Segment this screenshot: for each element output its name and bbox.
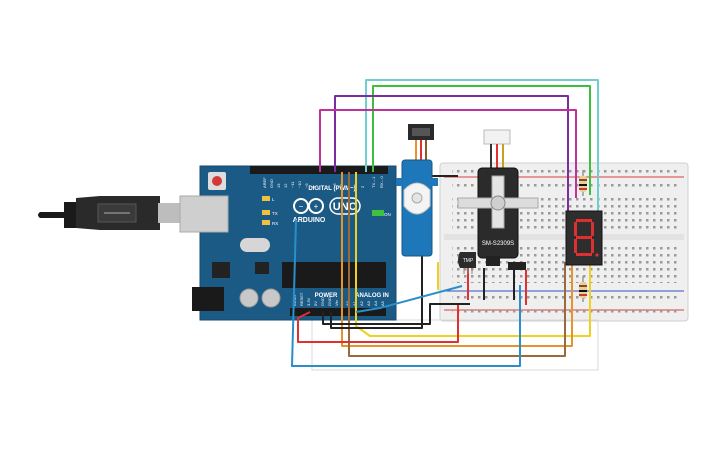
l-label: L (272, 197, 275, 202)
wires (291, 79, 599, 367)
wire-teal-analog[interactable] (355, 285, 463, 313)
arduino-infinity-logo-icon: − + (293, 198, 324, 214)
pin-label: ~6 (332, 183, 337, 188)
wire-brown[interactable] (348, 172, 566, 357)
wire-purple[interactable] (334, 95, 569, 215)
wire-black-2[interactable] (330, 252, 423, 329)
wire-green[interactable] (372, 85, 591, 195)
pin-label: TX→1 (371, 176, 376, 188)
pin-label: ~9 (304, 183, 309, 188)
board-model: UNO (333, 201, 358, 213)
center-channel (444, 234, 684, 240)
board-brand: ARDUINO (293, 217, 326, 224)
temperature-sensor[interactable]: TMP (458, 252, 476, 274)
wire-yellow[interactable] (355, 172, 591, 337)
pin-label: 13 (276, 183, 281, 188)
pin-label: A2 (359, 300, 364, 306)
pin-label: A0 (345, 300, 350, 306)
servo-label: SM-S2309S (482, 241, 514, 247)
wire-orange[interactable] (341, 172, 573, 347)
positional-servo[interactable]: SM-S2309S (457, 129, 539, 259)
pin-label: ~10 (297, 180, 302, 188)
arduino-uno-board[interactable]: − + UNO ARDUINO DIGITAL (PWM~) POWER ANA… (179, 165, 397, 321)
pin-label: 7 (325, 185, 330, 188)
pin-label: RESET (299, 292, 304, 306)
wire-black[interactable] (322, 303, 470, 325)
power-label: POWER (315, 293, 338, 299)
component (486, 256, 500, 266)
pin-label: GND (320, 297, 325, 306)
selection-outline (311, 319, 599, 371)
wire-blue[interactable] (291, 219, 521, 367)
analog-label: ANALOG IN (355, 293, 389, 299)
reset-button[interactable] (212, 176, 222, 186)
pin-label: 8 (311, 185, 316, 188)
pin-label: Vin (334, 300, 339, 306)
pin-label: A3 (366, 300, 371, 306)
wire-red[interactable] (297, 303, 459, 343)
pin-label: 12 (283, 183, 288, 188)
resistor-top[interactable] (579, 170, 587, 196)
pin-label: RX←0 (379, 175, 384, 188)
pin-label: ~11 (290, 181, 295, 188)
tx-label: TX (272, 211, 278, 216)
top-power-rail (452, 166, 680, 174)
seven-segment-display[interactable] (565, 210, 603, 266)
atmega-chip (282, 262, 386, 288)
on-label: ON (384, 212, 391, 217)
pin-label: AREF (262, 177, 267, 188)
wire-magenta[interactable] (319, 109, 577, 198)
digital-label: DIGITAL (PWM~) (308, 186, 355, 192)
pin-label: 5V (313, 301, 318, 306)
pin-label: GND (327, 297, 332, 306)
component (508, 262, 526, 270)
pin-label: 2 (360, 185, 365, 188)
svg-text:+: + (314, 202, 319, 211)
pin-label: 3.3V (306, 297, 311, 306)
rx-label: RX (272, 221, 278, 226)
sensor-label: TMP (463, 258, 474, 264)
power-analog-header (290, 308, 386, 316)
resistor-bottom[interactable] (579, 276, 587, 302)
pin-label: A4 (373, 300, 378, 306)
micro-servo[interactable] (396, 124, 438, 257)
wire-teal[interactable] (365, 79, 599, 215)
pin-label: A5 (380, 300, 385, 306)
svg-text:−: − (299, 202, 304, 211)
seven-segment-digit-icon (574, 219, 599, 257)
pin-label: A1 (352, 300, 357, 306)
pin-label: GND (269, 179, 274, 188)
